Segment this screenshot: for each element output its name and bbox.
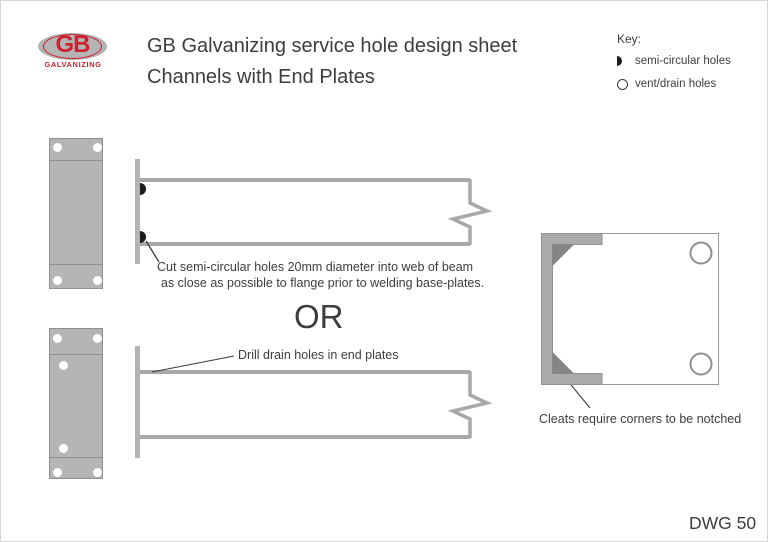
legend-item-label: vent/drain holes bbox=[635, 78, 717, 90]
beam-top-flange bbox=[140, 178, 470, 182]
plate-fold-line bbox=[50, 354, 102, 355]
bolt-hole bbox=[93, 468, 102, 477]
break-symbol-bottom-beam bbox=[447, 371, 493, 438]
end-plate-bottom-side-view bbox=[135, 346, 140, 458]
sheet-title: GB Galvanizing service hole design sheet… bbox=[147, 31, 517, 93]
beam-bottom-flange bbox=[140, 435, 470, 439]
bolt-hole bbox=[93, 276, 102, 285]
sheet-title-line1: GB Galvanizing service hole design sheet bbox=[147, 35, 518, 57]
break-symbol-top-beam bbox=[447, 179, 493, 245]
bolt-hole bbox=[93, 334, 102, 343]
plate-fold-line bbox=[50, 457, 102, 458]
or-separator: OR bbox=[294, 298, 344, 335]
legend-heading: Key: bbox=[617, 32, 642, 46]
end-plate-top-front-view bbox=[49, 138, 103, 289]
legend-item-vent-drain: vent/drain holes bbox=[617, 78, 731, 90]
semi-circular-hole-bottom bbox=[140, 231, 146, 243]
top-beam-caption-line2: as close as possible to flange prior to … bbox=[161, 276, 485, 290]
legend-item-label: semi-circular holes bbox=[635, 55, 731, 67]
plate-fold-line bbox=[50, 264, 102, 265]
logo-initials: GB bbox=[55, 31, 91, 58]
drain-hole bbox=[59, 444, 68, 453]
bolt-hole bbox=[93, 143, 102, 152]
semi-circular-hole-icon bbox=[617, 56, 635, 66]
bolt-hole bbox=[53, 143, 62, 152]
top-beam-caption-line1: Cut semi-circular holes 20mm diameter in… bbox=[157, 260, 474, 274]
end-plate-top-side-view bbox=[135, 159, 140, 264]
sheet-title-line2: Channels with End Plates bbox=[147, 66, 375, 88]
drain-hole bbox=[59, 361, 68, 370]
vent-drain-hole bbox=[689, 352, 713, 376]
beam-bottom-flange bbox=[140, 242, 470, 246]
bolt-hole bbox=[53, 334, 62, 343]
leader-line-cleat-notch bbox=[566, 379, 591, 409]
semi-circular-hole-top bbox=[140, 183, 146, 195]
channel-caption: Cleats require corners to be notched bbox=[539, 412, 742, 426]
plate-fold-line bbox=[50, 160, 102, 161]
vent-drain-hole bbox=[689, 241, 713, 265]
logo-ring bbox=[43, 34, 102, 59]
drawing-number: DWG 50 bbox=[689, 513, 757, 533]
bottom-beam-caption: Drill drain holes in end plates bbox=[238, 348, 399, 362]
notched-corner-bottom bbox=[552, 352, 574, 374]
bolt-hole bbox=[53, 276, 62, 285]
beam-top-flange bbox=[140, 370, 470, 374]
notched-corner-top bbox=[552, 244, 574, 266]
channel-cross-section bbox=[541, 233, 603, 385]
cleat-end-plate bbox=[541, 233, 719, 385]
legend-item-semi-circular: semi-circular holes bbox=[617, 55, 731, 67]
logo-ellipse bbox=[38, 33, 107, 60]
gb-galvanizing-logo: GB GALVANIZING bbox=[38, 31, 108, 71]
vent-drain-hole-icon bbox=[617, 78, 635, 90]
logo-name: GALVANIZING bbox=[44, 60, 102, 69]
legend: Key: semi-circular holes vent/drain hole… bbox=[617, 32, 731, 101]
top-beam-caption: Cut semi-circular holes 20mm diameter in… bbox=[157, 259, 484, 291]
bolt-hole bbox=[53, 468, 62, 477]
end-plate-bottom-front-view bbox=[49, 328, 103, 479]
